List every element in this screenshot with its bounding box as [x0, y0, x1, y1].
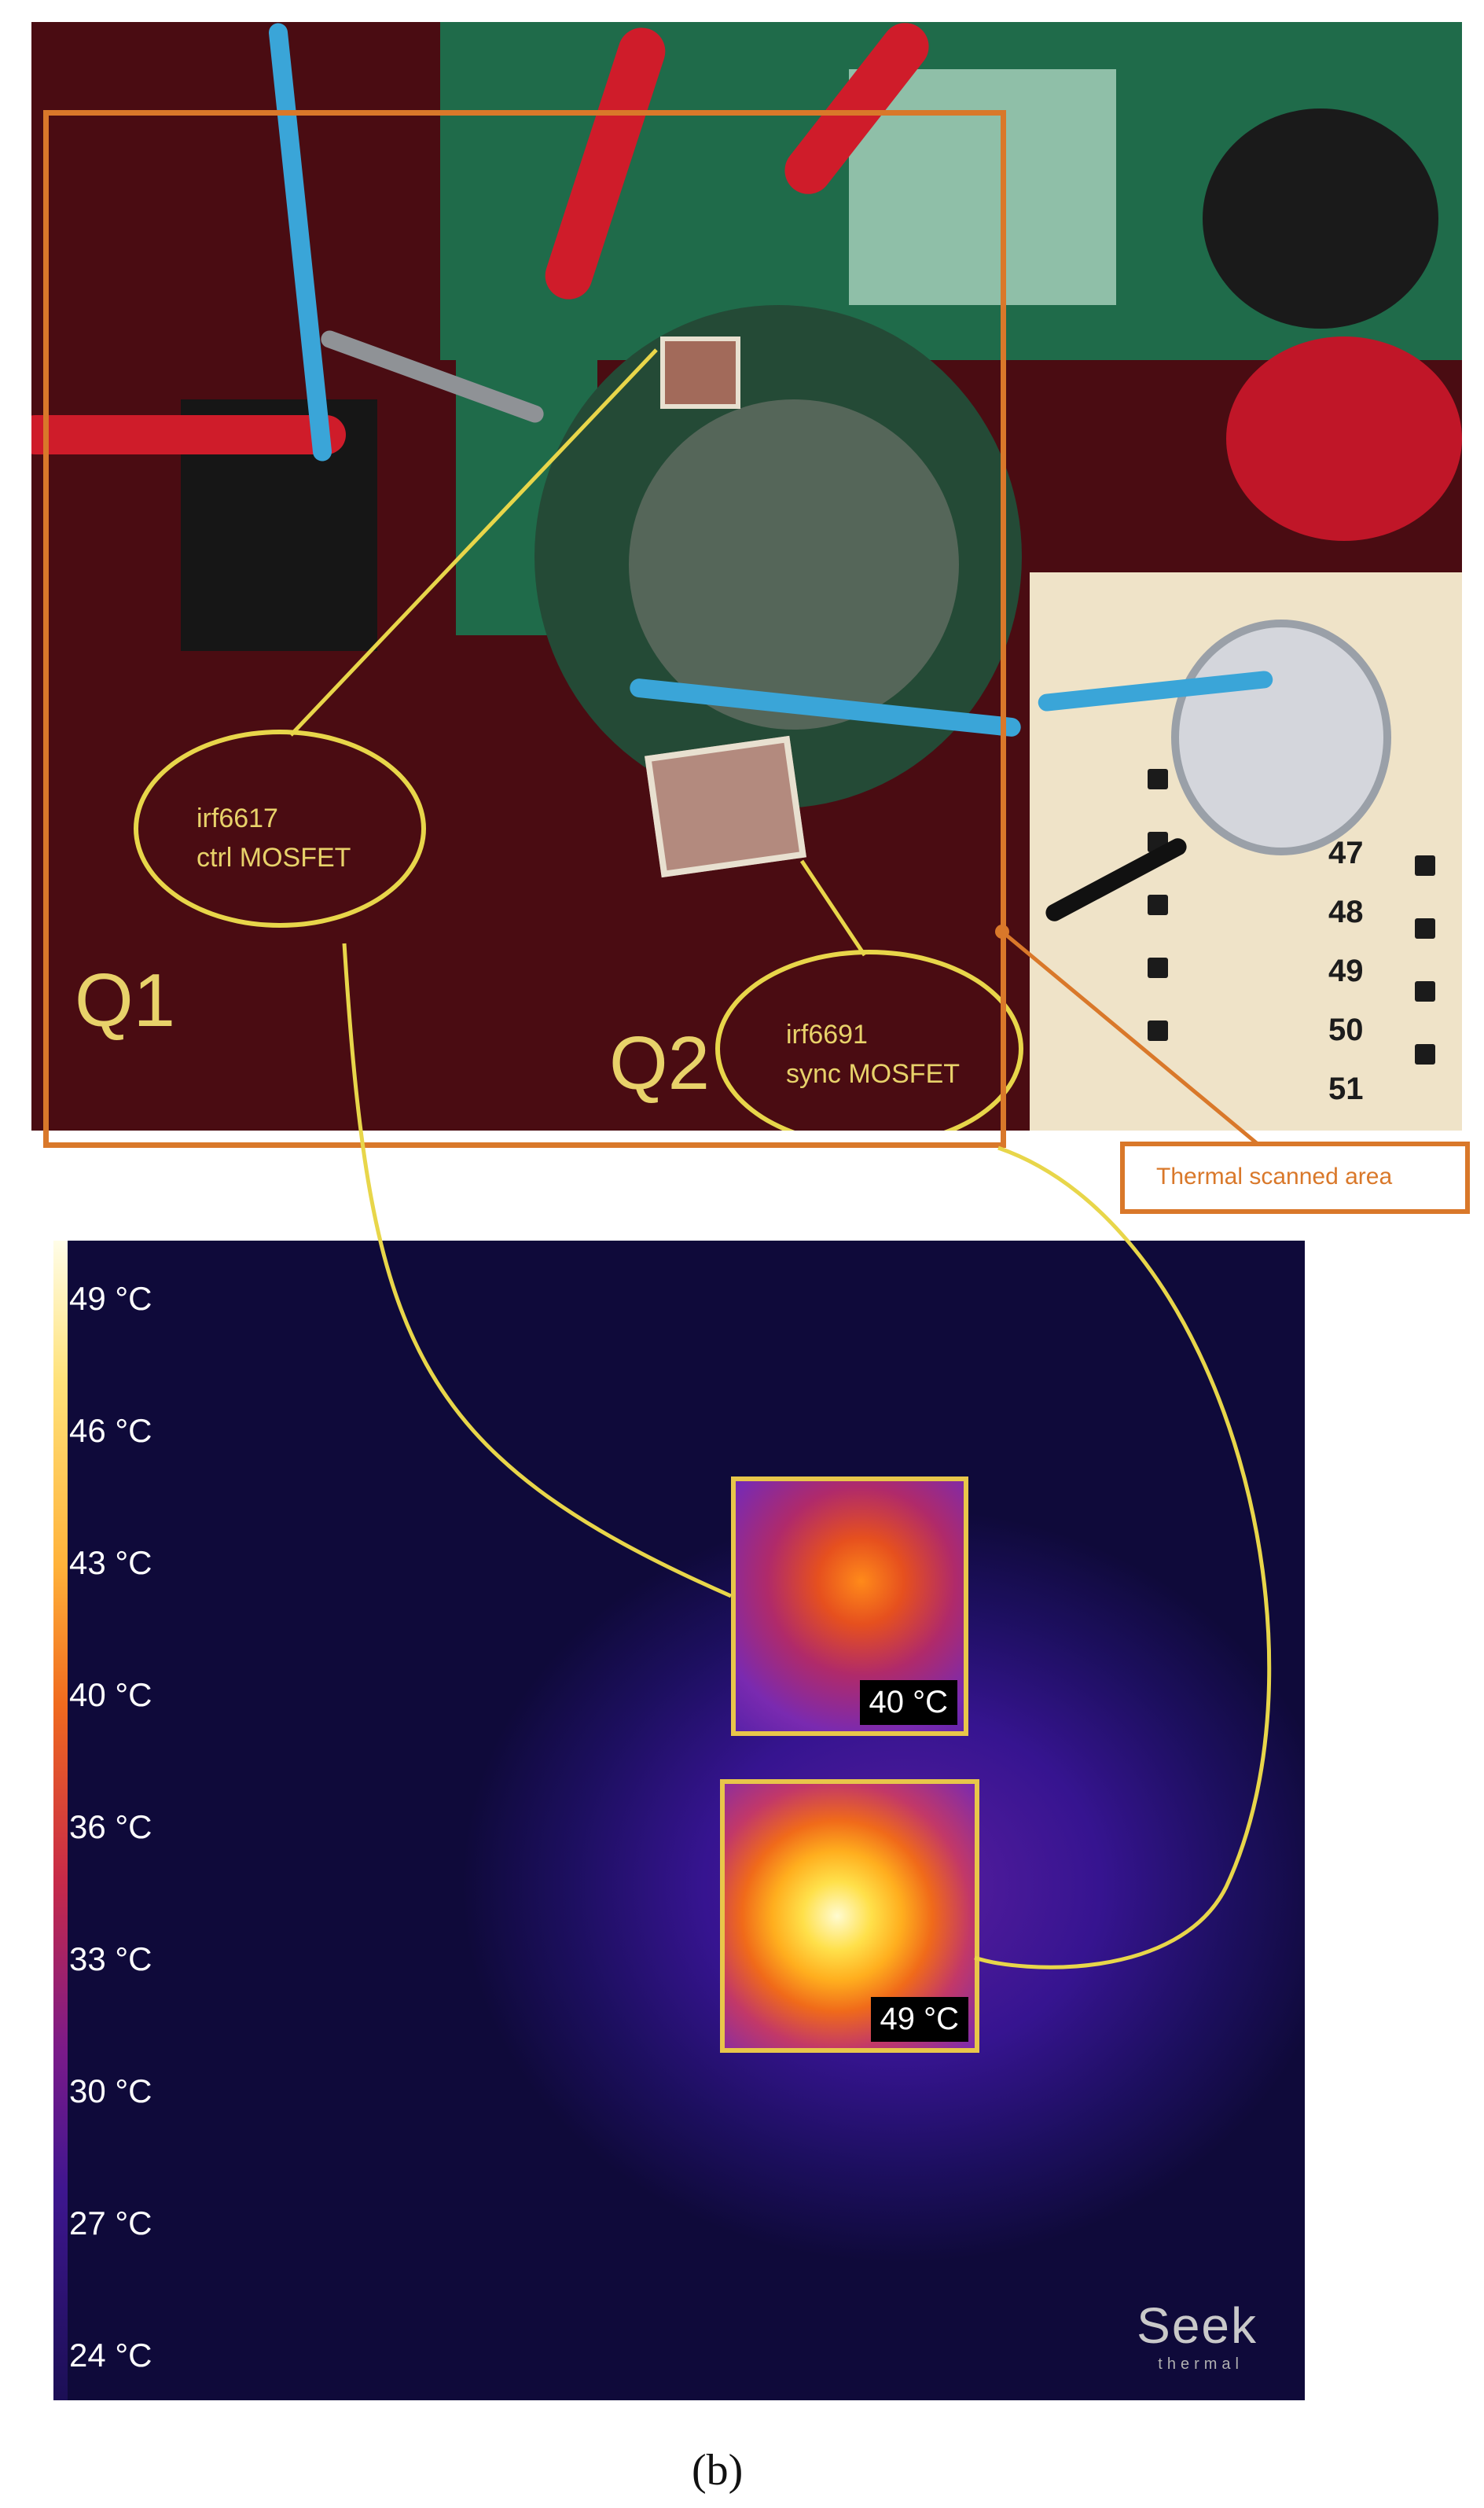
- breadboard-hole: [1415, 981, 1435, 1002]
- scale-tick: 27 °C: [69, 2205, 152, 2241]
- breadboard-hole: [1415, 918, 1435, 939]
- scale-tick: 49 °C: [69, 1280, 152, 1317]
- seek-logo: Seek: [1137, 2297, 1258, 2354]
- scale-tick: 24 °C: [69, 2337, 152, 2374]
- breadboard-hole: [1415, 1044, 1435, 1065]
- temperature-scale-bar: [53, 1241, 68, 2400]
- thermal-scanned-area-label: Thermal scanned area: [1156, 1164, 1393, 1190]
- breadboard-hole: [1148, 1020, 1168, 1041]
- breadboard-row-label: 47: [1328, 836, 1364, 870]
- breadboard-hole: [1148, 895, 1168, 915]
- q2-part-number: irf6691: [786, 1020, 868, 1050]
- q1-role: ctrl MOSFET: [197, 843, 351, 873]
- breadboard-row-label: 48: [1328, 895, 1364, 929]
- scale-tick: 36 °C: [69, 1808, 152, 1845]
- breadboard-row-label: 51: [1328, 1072, 1364, 1106]
- q1-callout-oval: [134, 730, 426, 928]
- q1-device: [660, 336, 740, 409]
- panel-label: (b): [692, 2446, 744, 2495]
- breadboard-hole: [1148, 958, 1168, 978]
- scale-tick: 46 °C: [69, 1412, 152, 1449]
- q1-part-number: irf6617: [197, 804, 278, 833]
- q1-label: Q1: [75, 958, 176, 1043]
- solder-cluster: [629, 399, 959, 730]
- q2-role: sync MOSFET: [786, 1059, 961, 1089]
- thermal-scanned-area-label-box: Thermal scanned area: [1120, 1142, 1470, 1214]
- inductor: [1203, 108, 1438, 329]
- breadboard-hole: [1415, 855, 1435, 876]
- capacitor: [1171, 620, 1391, 855]
- thermal-image: 49 °C 46 °C 43 °C 40 °C 36 °C 33 °C 30 °…: [53, 1241, 1305, 2400]
- scale-tick: 33 °C: [69, 1940, 152, 1977]
- q1-temperature-badge: 40 °C: [859, 1680, 957, 1725]
- breadboard-row-label: 50: [1328, 1013, 1364, 1047]
- scale-tick: 30 °C: [69, 2072, 152, 2109]
- seek-logo-subtitle: thermal: [1158, 2355, 1243, 2373]
- q2-temperature-badge: 49 °C: [870, 1997, 968, 2042]
- q2-thermal-inset: 49 °C: [720, 1779, 979, 2053]
- scale-tick: 40 °C: [69, 1676, 152, 1713]
- scale-tick: 43 °C: [69, 1544, 152, 1581]
- thermal-scanned-area-box: [43, 110, 1006, 1148]
- breadboard-hole: [1148, 769, 1168, 789]
- breadboard-row-label: 49: [1328, 954, 1364, 988]
- q1-thermal-inset: 40 °C: [731, 1476, 968, 1736]
- red-clip: [1226, 336, 1462, 541]
- pcb-pad-area: [849, 69, 1116, 305]
